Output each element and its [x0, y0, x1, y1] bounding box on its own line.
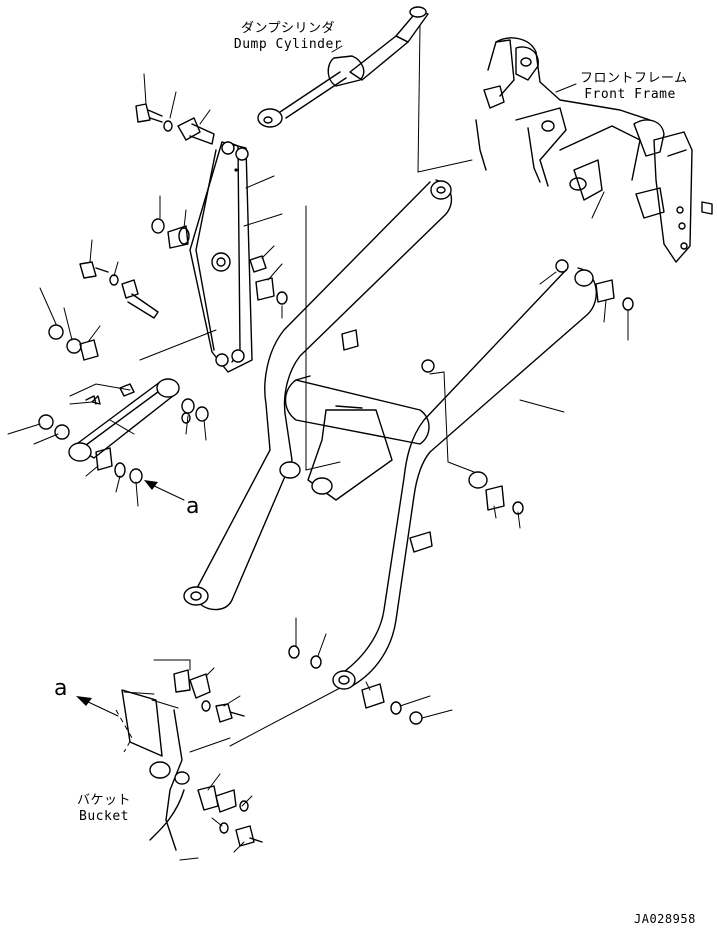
view-marker-lower: a	[54, 676, 68, 701]
front-frame-label-jp: フロントフレーム	[580, 71, 688, 86]
view-arrow-lower	[76, 696, 119, 717]
boom-cross-tube	[279, 375, 430, 501]
view-marker-upper: a	[186, 494, 200, 519]
view-arrow-upper	[144, 480, 185, 501]
dump-cylinder	[257, 6, 429, 128]
tilt-link	[68, 378, 180, 462]
bell-crank-lever	[189, 141, 253, 373]
boom-arm-right	[332, 267, 597, 690]
front-frame	[475, 37, 713, 263]
dump-cylinder-label-en: Dump Cylinder	[233, 37, 343, 52]
bucket-label-jp: バケット	[76, 793, 131, 808]
leader-lines	[7, 25, 629, 861]
bucket-bracket	[115, 689, 190, 851]
upper-fasteners	[38, 103, 634, 515]
dump-cylinder-label-jp: ダンプシリンダ	[240, 21, 336, 36]
front-frame-label-en: Front Frame	[584, 87, 676, 102]
boom-arm-left	[183, 179, 453, 611]
lower-fasteners	[173, 645, 423, 847]
drawing-number: JA028958	[634, 912, 696, 926]
bucket-label-en: Bucket	[79, 809, 129, 824]
